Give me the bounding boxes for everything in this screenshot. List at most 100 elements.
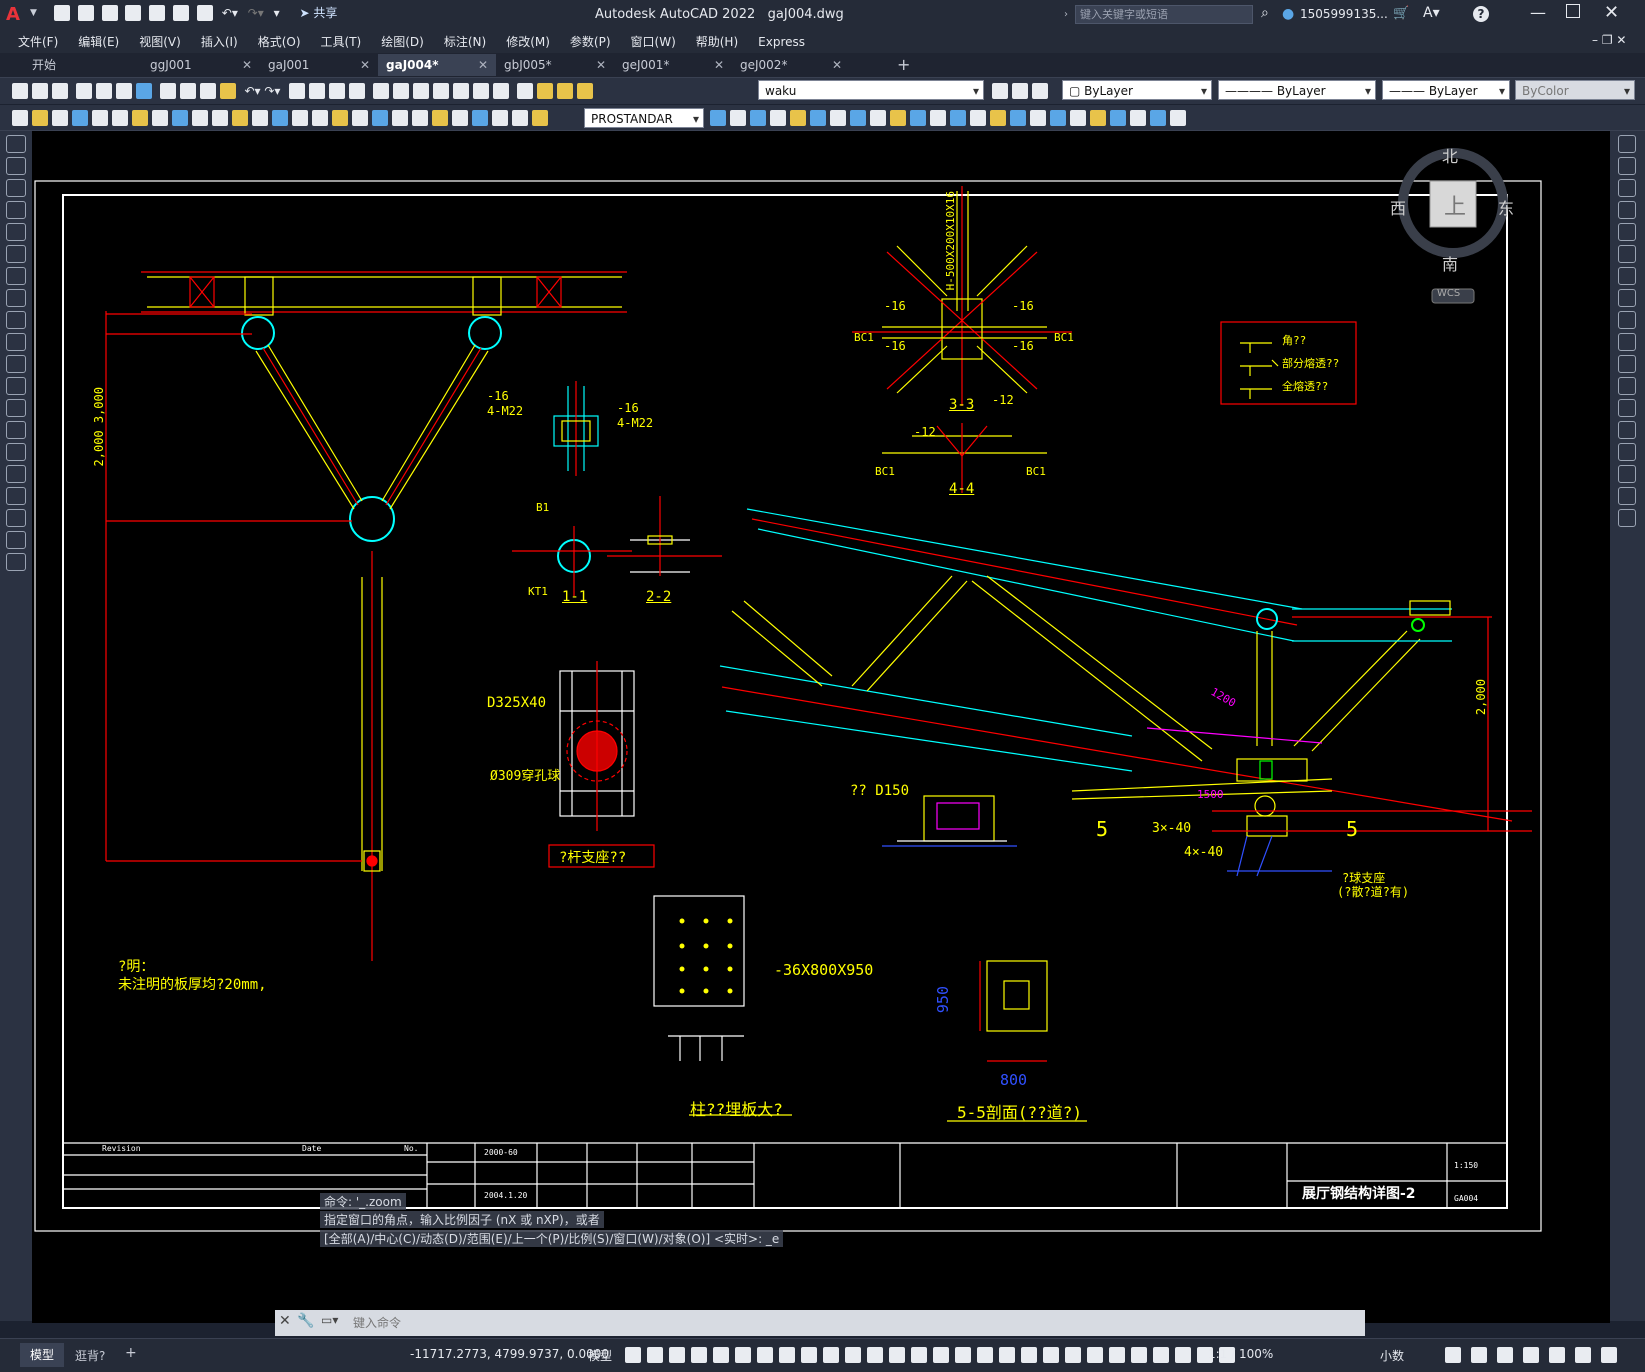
- modify-tool-15-icon[interactable]: [1618, 465, 1636, 483]
- user-icon[interactable]: ●: [1282, 6, 1295, 22]
- modify-tool-14-icon[interactable]: [1618, 443, 1636, 461]
- status-toggle-16-icon[interactable]: [977, 1347, 993, 1363]
- modify-tool-8-icon[interactable]: [1618, 311, 1636, 329]
- status-toggle-5-icon[interactable]: [735, 1347, 751, 1363]
- modify-tool-19-icon[interactable]: [1090, 110, 1106, 126]
- document-tab[interactable]: geJ002*✕: [732, 54, 850, 76]
- minimize-window-icon[interactable]: —: [1530, 3, 1546, 22]
- status-toggle-26-icon[interactable]: [1197, 1347, 1213, 1363]
- new-tab-icon[interactable]: +: [897, 55, 911, 74]
- dim-tool-19-icon[interactable]: [392, 110, 408, 126]
- recent-commands-icon[interactable]: ▭▾: [321, 1313, 339, 1327]
- status-toggle-27-icon[interactable]: [1219, 1347, 1235, 1363]
- modify-tool-3-icon[interactable]: [770, 110, 786, 126]
- 3dprint-icon[interactable]: [135, 83, 152, 99]
- dim-tool-16-icon[interactable]: [332, 110, 348, 126]
- status-toggle-21-icon[interactable]: [1087, 1347, 1103, 1363]
- dim-tool-13-icon[interactable]: [272, 110, 288, 126]
- new-file-icon[interactable]: [54, 5, 70, 21]
- modify-tool-10-icon[interactable]: [1618, 355, 1636, 373]
- draw-tool-6-icon[interactable]: [6, 267, 26, 285]
- share-button[interactable]: ➤ 共享: [299, 6, 338, 20]
- dim-tool-7-icon[interactable]: [152, 110, 168, 126]
- draw-tool-19-icon[interactable]: [6, 553, 26, 571]
- layer-properties-icon[interactable]: [516, 83, 533, 99]
- modify-tool-6-icon[interactable]: [830, 110, 846, 126]
- search-expand-icon[interactable]: ›: [1064, 9, 1068, 20]
- save2-icon[interactable]: [52, 83, 68, 99]
- menu-item-10[interactable]: 窗口(W): [630, 35, 676, 49]
- draw-tool-7-icon[interactable]: [6, 289, 26, 307]
- menu-item-7[interactable]: 标注(N): [443, 35, 487, 49]
- dim-tool-3-icon[interactable]: [72, 110, 88, 126]
- calculator-icon[interactable]: [473, 83, 490, 99]
- cut-icon[interactable]: [159, 83, 176, 99]
- status-toggle-14-icon[interactable]: [933, 1347, 949, 1363]
- status-toggle-15-icon[interactable]: [955, 1347, 971, 1363]
- status-toggle-1-icon[interactable]: [647, 1347, 663, 1363]
- dim-tool-24-icon[interactable]: [492, 110, 508, 126]
- units-dropdown[interactable]: 小数: [1380, 1349, 1405, 1363]
- cart-icon[interactable]: 🛒: [1393, 6, 1410, 21]
- dim-tool-21-icon[interactable]: [432, 110, 448, 126]
- modify-tool-10-icon[interactable]: [910, 110, 926, 126]
- modify-tool-7-icon[interactable]: [1618, 289, 1636, 307]
- paste-icon[interactable]: [199, 83, 216, 99]
- modify-tool-9-icon[interactable]: [890, 110, 906, 126]
- status-right-0-icon[interactable]: [1445, 1347, 1461, 1363]
- status-right-5-icon[interactable]: [1575, 1347, 1591, 1363]
- undo2-icon[interactable]: ↶▾ ↷▾: [244, 84, 281, 98]
- document-tab[interactable]: ggJ001✕: [142, 54, 260, 76]
- menu-item-0[interactable]: 文件(F): [18, 35, 59, 49]
- modify-tool-0-icon[interactable]: [1618, 135, 1636, 153]
- linetype-dropdown[interactable]: ———— ByLayer▾: [1218, 80, 1376, 100]
- modify-tool-1-icon[interactable]: [730, 110, 746, 126]
- layer-freeze-icon[interactable]: [556, 83, 573, 99]
- modify-tool-17-icon[interactable]: [1050, 110, 1066, 126]
- status-right-6-icon[interactable]: [1601, 1347, 1617, 1363]
- modify-tool-5-icon[interactable]: [1618, 245, 1636, 263]
- modify-tool-11-icon[interactable]: [930, 110, 946, 126]
- preview-icon[interactable]: [95, 83, 112, 99]
- status-toggle-24-icon[interactable]: [1153, 1347, 1169, 1363]
- status-right-4-icon[interactable]: [1549, 1347, 1565, 1363]
- modify-tool-23-icon[interactable]: [1170, 110, 1186, 126]
- status-toggle-13-icon[interactable]: [911, 1347, 927, 1363]
- menu-item-9[interactable]: 参数(P): [569, 35, 611, 49]
- draw-tool-14-icon[interactable]: [6, 443, 26, 461]
- modify-tool-5-icon[interactable]: [810, 110, 826, 126]
- copy-icon[interactable]: [179, 83, 196, 99]
- status-toggle-9-icon[interactable]: [823, 1347, 839, 1363]
- status-toggle-4-icon[interactable]: [713, 1347, 729, 1363]
- cad-drawing[interactable]: [32, 131, 1610, 1323]
- close-tab-icon[interactable]: ✕: [831, 58, 842, 72]
- document-tab[interactable]: gaJ004*✕: [378, 54, 496, 76]
- status-toggle-23-icon[interactable]: [1131, 1347, 1147, 1363]
- close-tab-icon[interactable]: ✕: [359, 58, 370, 72]
- dim-tool-11-icon[interactable]: [232, 110, 248, 126]
- plot-icon[interactable]: [196, 5, 213, 21]
- dim-tool-4-icon[interactable]: [92, 110, 108, 126]
- maximize-window-icon[interactable]: [1566, 4, 1580, 18]
- modify-tool-7-icon[interactable]: [850, 110, 866, 126]
- status-toggle-2-icon[interactable]: [669, 1347, 685, 1363]
- status-toggle-22-icon[interactable]: [1109, 1347, 1125, 1363]
- menu-item-8[interactable]: 修改(M): [506, 35, 550, 49]
- layer-previous-icon[interactable]: [1012, 83, 1028, 99]
- user-name[interactable]: 1505999135...: [1300, 7, 1388, 21]
- menu-item-3[interactable]: 插入(I): [200, 35, 238, 49]
- modify-tool-17-icon[interactable]: [1618, 509, 1636, 527]
- dimstyle-dropdown[interactable]: PROSTANDAR▾: [584, 108, 704, 128]
- modify-tool-2-icon[interactable]: [750, 110, 766, 126]
- layer-lock-icon[interactable]: [576, 83, 593, 99]
- print-icon[interactable]: [75, 83, 92, 99]
- status-toggle-8-icon[interactable]: [801, 1347, 817, 1363]
- modify-tool-12-icon[interactable]: [950, 110, 966, 126]
- status-toggle-20-icon[interactable]: [1065, 1347, 1081, 1363]
- menu-item-5[interactable]: 工具(T): [320, 35, 362, 49]
- viewcube-north[interactable]: 北: [1442, 147, 1459, 166]
- modify-tool-13-icon[interactable]: [970, 110, 986, 126]
- close-tab-icon[interactable]: ✕: [241, 58, 252, 72]
- markup-icon[interactable]: [453, 83, 470, 99]
- draw-tool-3-icon[interactable]: [6, 201, 26, 219]
